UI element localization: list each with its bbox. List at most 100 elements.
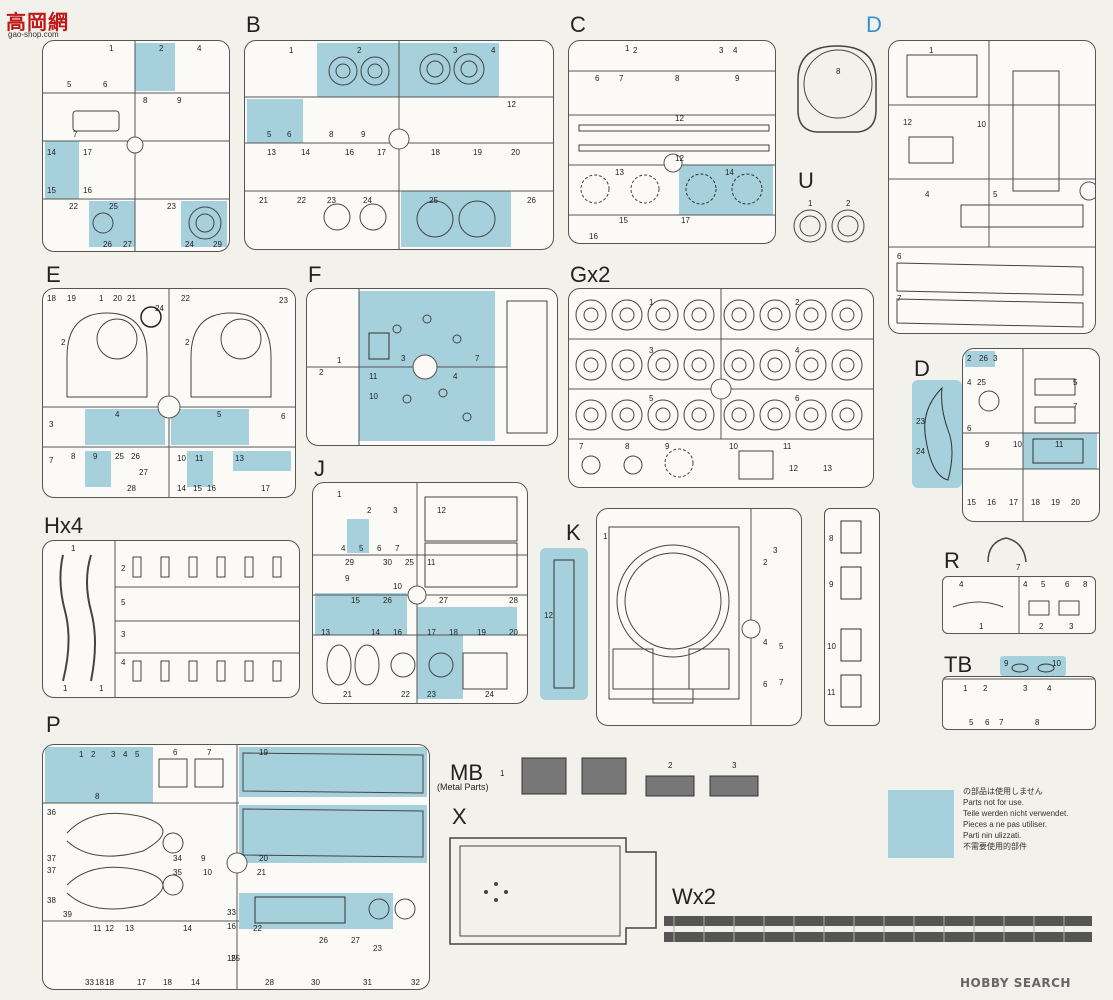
road-wheel-hub: [731, 307, 747, 323]
svg-text:18: 18: [163, 978, 172, 987]
road-wheel-hub: [655, 307, 671, 323]
svg-text:27: 27: [123, 240, 132, 249]
svg-text:7: 7: [619, 74, 624, 83]
svg-text:6: 6: [1065, 580, 1070, 589]
svg-text:1: 1: [963, 684, 968, 693]
footer-watermark: HOBBY SEARCH: [960, 976, 1071, 990]
svg-text:9: 9: [177, 96, 182, 105]
svg-text:6: 6: [763, 680, 768, 689]
part-x-hull: [449, 837, 657, 945]
svg-text:8: 8: [675, 74, 680, 83]
svg-text:8: 8: [836, 67, 841, 76]
svg-text:10: 10: [1052, 659, 1061, 668]
svg-text:5: 5: [1073, 378, 1078, 387]
road-wheel-hub: [767, 407, 783, 423]
svg-text:13: 13: [125, 924, 134, 933]
svg-text:13: 13: [823, 464, 832, 473]
svg-text:6: 6: [103, 80, 108, 89]
svg-text:36: 36: [47, 808, 56, 817]
svg-text:2: 2: [763, 558, 768, 567]
svg-text:1: 1: [929, 46, 934, 55]
svg-text:10: 10: [393, 582, 402, 591]
road-wheel-hub: [803, 407, 819, 423]
road-wheel: [795, 349, 827, 381]
svg-text:16: 16: [227, 922, 236, 931]
svg-text:14: 14: [47, 148, 56, 157]
svg-text:1: 1: [63, 684, 68, 693]
svg-text:24: 24: [916, 447, 925, 456]
svg-text:2: 2: [795, 298, 800, 307]
svg-text:32: 32: [411, 978, 420, 987]
label-d-top: D: [866, 12, 882, 37]
label-gx2: Gx2: [570, 262, 611, 287]
svg-text:20: 20: [1071, 498, 1080, 507]
svg-text:2: 2: [967, 354, 972, 363]
label-wx2: Wx2: [672, 884, 716, 909]
svg-text:15: 15: [227, 954, 236, 963]
svg-text:10: 10: [827, 642, 836, 651]
road-wheel: [759, 399, 791, 431]
svg-text:2: 2: [668, 761, 673, 770]
svg-text:8: 8: [95, 792, 100, 801]
site-logo: 高岡網 gao-shop.com: [6, 6, 78, 40]
svg-text:1: 1: [337, 356, 342, 365]
svg-text:17: 17: [427, 628, 436, 637]
svg-text:1: 1: [99, 294, 104, 303]
svg-text:12: 12: [675, 154, 684, 163]
svg-text:22: 22: [253, 924, 262, 933]
svg-text:10: 10: [729, 442, 738, 451]
svg-text:7: 7: [395, 544, 400, 553]
road-wheel-hub: [583, 407, 599, 423]
road-wheel: [831, 299, 863, 331]
road-wheel-hub: [619, 307, 635, 323]
road-wheel: [831, 349, 863, 381]
road-wheel-hub: [839, 357, 855, 373]
label-f: F: [308, 262, 322, 287]
svg-text:9: 9: [345, 574, 350, 583]
svg-text:20: 20: [113, 294, 122, 303]
svg-text:13: 13: [321, 628, 330, 637]
svg-text:7: 7: [207, 748, 212, 757]
svg-text:25: 25: [429, 196, 438, 205]
svg-text:37: 37: [47, 866, 56, 875]
svg-text:1: 1: [337, 490, 342, 499]
svg-text:26: 26: [527, 196, 536, 205]
svg-text:5: 5: [217, 410, 222, 419]
svg-text:14: 14: [725, 168, 734, 177]
svg-text:2: 2: [633, 46, 638, 55]
svg-text:33: 33: [227, 908, 236, 917]
svg-text:23: 23: [373, 944, 382, 953]
svg-text:2: 2: [91, 750, 96, 759]
svg-text:29: 29: [213, 240, 222, 249]
road-wheel: [611, 399, 643, 431]
svg-text:6: 6: [795, 394, 800, 403]
label-tb: TB: [944, 652, 973, 677]
svg-text:2: 2: [1039, 622, 1044, 631]
svg-text:39: 39: [63, 910, 72, 919]
svg-text:9: 9: [201, 854, 206, 863]
svg-text:1: 1: [808, 199, 813, 208]
svg-text:29: 29: [345, 558, 354, 567]
svg-text:12: 12: [507, 100, 516, 109]
svg-text:17: 17: [261, 484, 270, 493]
svg-text:2: 2: [159, 44, 164, 53]
svg-text:7: 7: [475, 354, 480, 363]
svg-text:1: 1: [500, 769, 505, 778]
svg-text:12: 12: [903, 118, 912, 127]
legend-text: の部品は使用しません Parts not for use. Teile werd…: [963, 786, 1068, 852]
road-wheel-hub: [803, 357, 819, 373]
road-wheel: [723, 299, 755, 331]
road-wheel: [795, 399, 827, 431]
road-wheel-hub: [731, 407, 747, 423]
svg-text:7: 7: [779, 678, 784, 687]
road-wheel: [575, 399, 607, 431]
svg-text:7: 7: [1016, 563, 1021, 572]
road-wheel: [575, 299, 607, 331]
road-wheel-hub: [691, 307, 707, 323]
svg-text:1: 1: [649, 298, 654, 307]
part-k12: 12: [540, 548, 588, 700]
svg-text:16: 16: [207, 484, 216, 493]
